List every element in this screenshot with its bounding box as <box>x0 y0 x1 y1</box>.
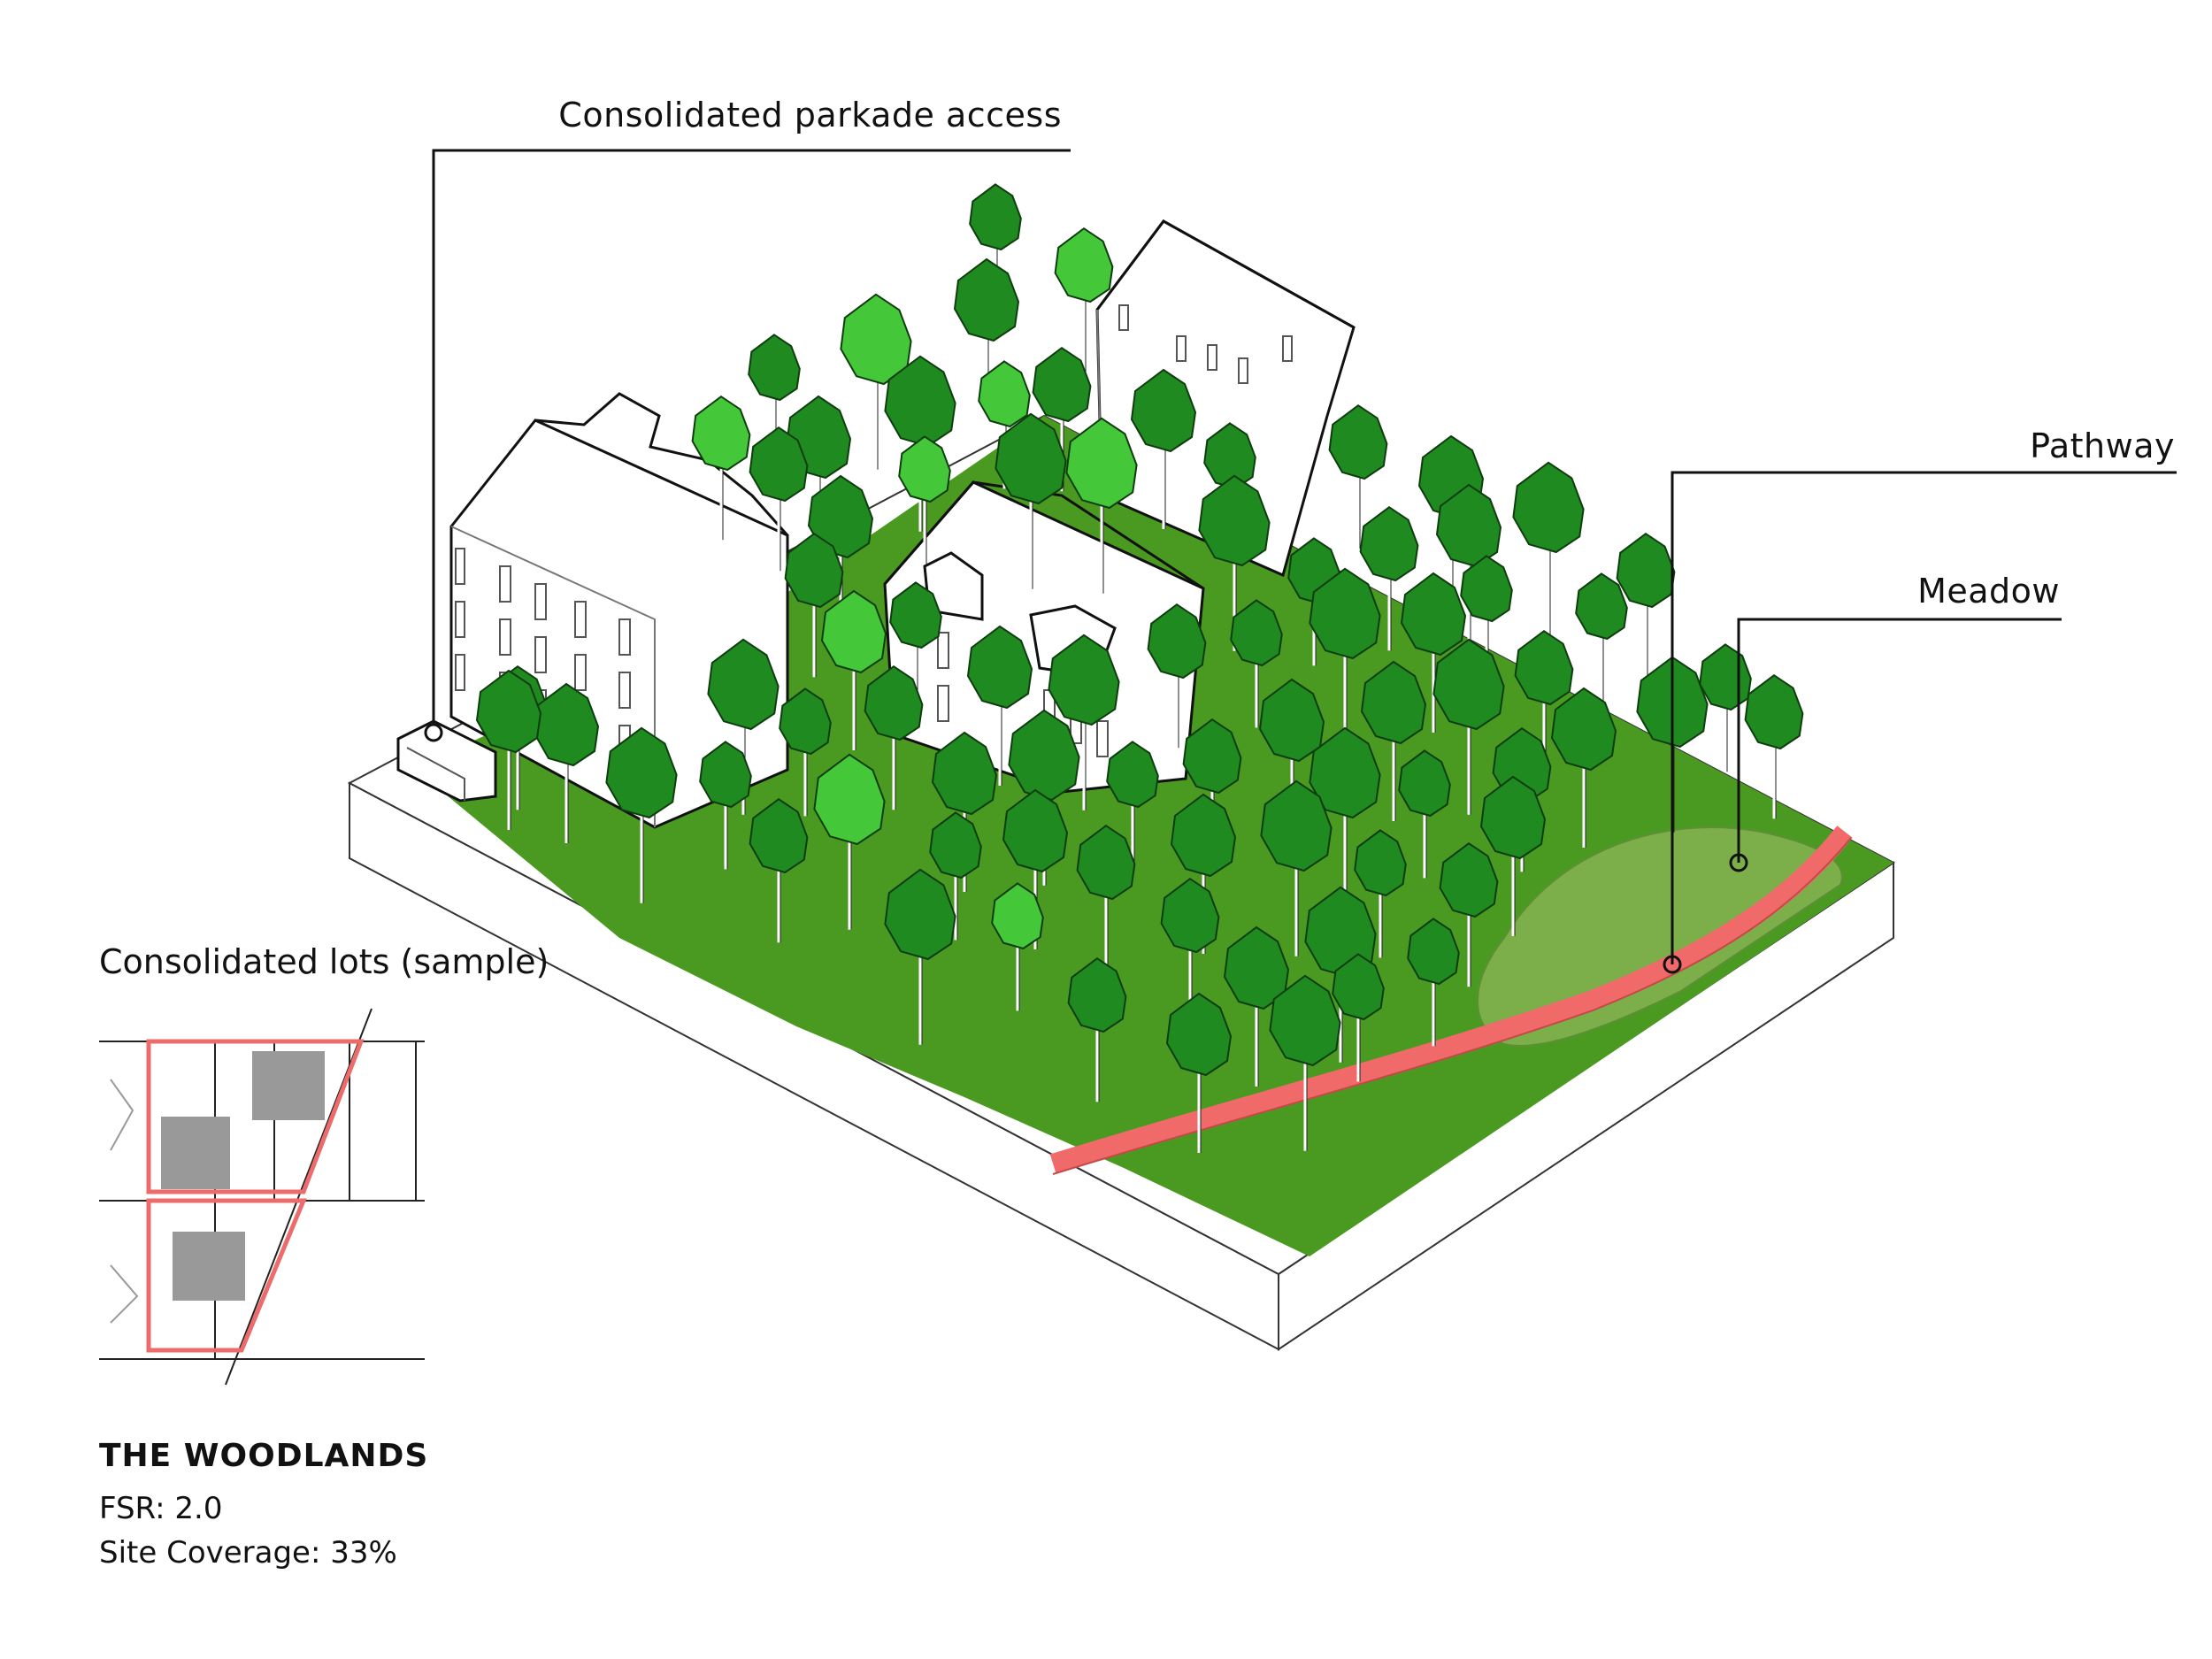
tree <box>995 412 1067 589</box>
tree <box>1479 775 1547 936</box>
tree <box>707 638 780 815</box>
tree <box>1616 532 1676 678</box>
tree <box>1130 368 1197 529</box>
tree <box>1328 403 1388 549</box>
tree <box>605 726 678 903</box>
buildings <box>396 219 1356 829</box>
tree <box>1260 780 1333 956</box>
tree <box>1223 926 1290 1087</box>
tree <box>1332 953 1385 1082</box>
pathway-leader-line <box>1671 471 2177 964</box>
tree <box>533 682 600 843</box>
tree <box>1407 918 1460 1047</box>
tree <box>929 811 982 941</box>
tree <box>1065 417 1138 594</box>
parkade-leader-line <box>432 149 1071 733</box>
building-footprint-1 <box>252 1051 325 1120</box>
trees <box>475 183 1804 1153</box>
tree <box>931 731 998 892</box>
tree <box>1400 572 1467 733</box>
tree <box>864 664 924 810</box>
tree <box>1048 634 1120 810</box>
tree <box>1360 660 1427 821</box>
tree <box>1076 824 1136 970</box>
lots-plan <box>99 1008 425 1386</box>
tree <box>1550 687 1617 848</box>
pathway-callout-dot <box>1663 955 1682 974</box>
tree <box>898 435 951 565</box>
lot-outline-lower <box>146 1198 307 1353</box>
tree <box>779 687 832 817</box>
pathway <box>1049 826 1853 1173</box>
parkade-access-label: Consolidated parkade access <box>558 96 1062 134</box>
meadow-leader-line <box>1737 618 2062 863</box>
callout-leaders <box>424 149 2177 974</box>
tree <box>991 882 1044 1011</box>
tree <box>840 293 912 470</box>
lot-outline-upper <box>146 1039 365 1194</box>
tree <box>1165 992 1233 1153</box>
pathway-edge <box>1052 837 1852 1175</box>
tree <box>699 741 752 870</box>
tree <box>1512 461 1585 638</box>
tree <box>1398 749 1451 879</box>
tree <box>1439 841 1499 987</box>
tree <box>1269 974 1341 1151</box>
building-footprint-2 <box>161 1117 230 1189</box>
tree <box>813 753 886 930</box>
tree <box>966 625 1033 786</box>
fsr-value: FSR: 2.0 <box>99 1491 223 1526</box>
project-stats: THE WOODLANDS FSR: 2.0 Site Coverage: 33… <box>99 1438 428 1575</box>
site-coverage-value: Site Coverage: 33% <box>99 1535 397 1571</box>
tree <box>749 426 809 572</box>
building-footprint-3 <box>173 1232 245 1301</box>
tree <box>820 589 887 750</box>
tree <box>1575 572 1628 702</box>
parkade-callout-dot <box>424 723 443 742</box>
tree <box>1309 726 1381 903</box>
tree <box>475 669 542 830</box>
tree <box>1198 474 1271 651</box>
tree <box>784 532 844 678</box>
tree <box>1054 227 1114 373</box>
tree <box>1147 603 1207 749</box>
tree <box>1432 638 1505 815</box>
project-title: THE WOODLANDS <box>99 1438 429 1474</box>
pathway-label: Pathway <box>2030 426 2175 465</box>
tree <box>749 797 809 943</box>
tree <box>1359 505 1419 651</box>
tree <box>1514 629 1574 775</box>
meadow-label: Meadow <box>1917 572 2060 611</box>
tree <box>1744 673 1804 819</box>
lots-plan-title: Consolidated lots (sample) <box>99 942 549 981</box>
tree <box>691 395 751 541</box>
tree <box>884 868 956 1045</box>
meadow-callout-dot <box>1729 853 1748 872</box>
tree <box>1067 956 1127 1102</box>
tree <box>1230 599 1283 728</box>
tree <box>1354 829 1407 958</box>
tree <box>1460 555 1513 684</box>
